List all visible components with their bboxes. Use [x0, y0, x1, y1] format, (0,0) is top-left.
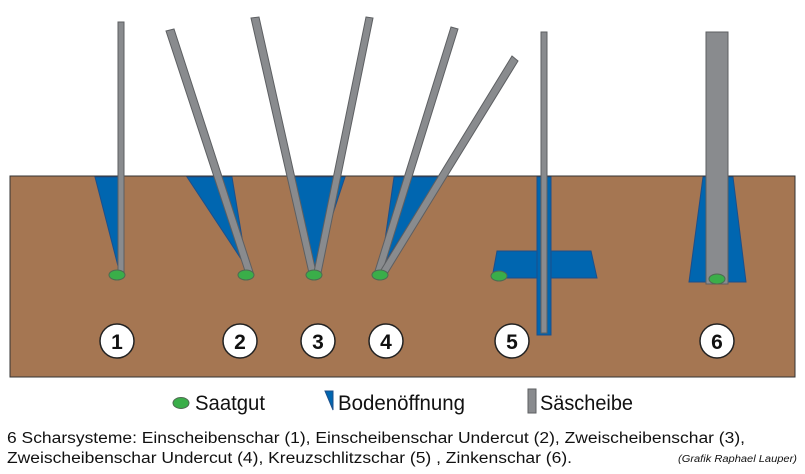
- seed-legend-icon: [172, 397, 190, 409]
- number-badge-3: 3: [300, 323, 336, 359]
- number-badge-1: 1: [99, 323, 135, 359]
- number-badge-6: 6: [699, 323, 735, 359]
- number-label: 5: [506, 331, 518, 354]
- number-label: 6: [711, 331, 723, 354]
- tine: [705, 31, 729, 285]
- legend-soil-opening-label: Bodenöffnung: [338, 392, 465, 415]
- disc-legend-icon: [527, 388, 537, 414]
- caption-line-2: Zweischeibenschar Undercut (4), Kreuzsch…: [7, 450, 572, 467]
- legend-disc-label: Säscheibe: [540, 392, 633, 415]
- legend-seed-label: Saatgut: [195, 392, 265, 415]
- seed: [708, 273, 726, 285]
- legend: Saatgut Bodenöffnung Säscheibe: [172, 388, 633, 415]
- number-badge-5: 5: [494, 323, 530, 359]
- image-credit: (Grafik Raphael Lauper): [678, 454, 797, 465]
- system-6-tine: [688, 31, 747, 285]
- number-label: 4: [380, 331, 392, 354]
- number-label: 1: [111, 331, 123, 354]
- system-5-cross-slot: [490, 31, 598, 336]
- soil-opening: [186, 176, 248, 269]
- seed: [108, 269, 126, 281]
- system-4-double-disc-undercut: [371, 26, 519, 281]
- system-3-double-disc: [250, 16, 374, 281]
- system-2-single-disc-undercut: [165, 28, 255, 281]
- soil-opening-legend-icon: [324, 390, 334, 411]
- seed: [305, 269, 323, 281]
- system-1-single-disc: [94, 21, 126, 281]
- number-label: 3: [312, 331, 324, 354]
- number-badge-2: 2: [222, 323, 258, 359]
- disc: [540, 31, 548, 334]
- seed: [490, 270, 508, 282]
- seed: [371, 269, 389, 281]
- disc: [117, 21, 125, 275]
- caption-line-1: 6 Scharsysteme: Einscheibenschar (1), Ei…: [7, 430, 745, 447]
- seed: [237, 269, 255, 281]
- number-label: 2: [234, 331, 246, 354]
- number-badge-4: 4: [368, 323, 404, 359]
